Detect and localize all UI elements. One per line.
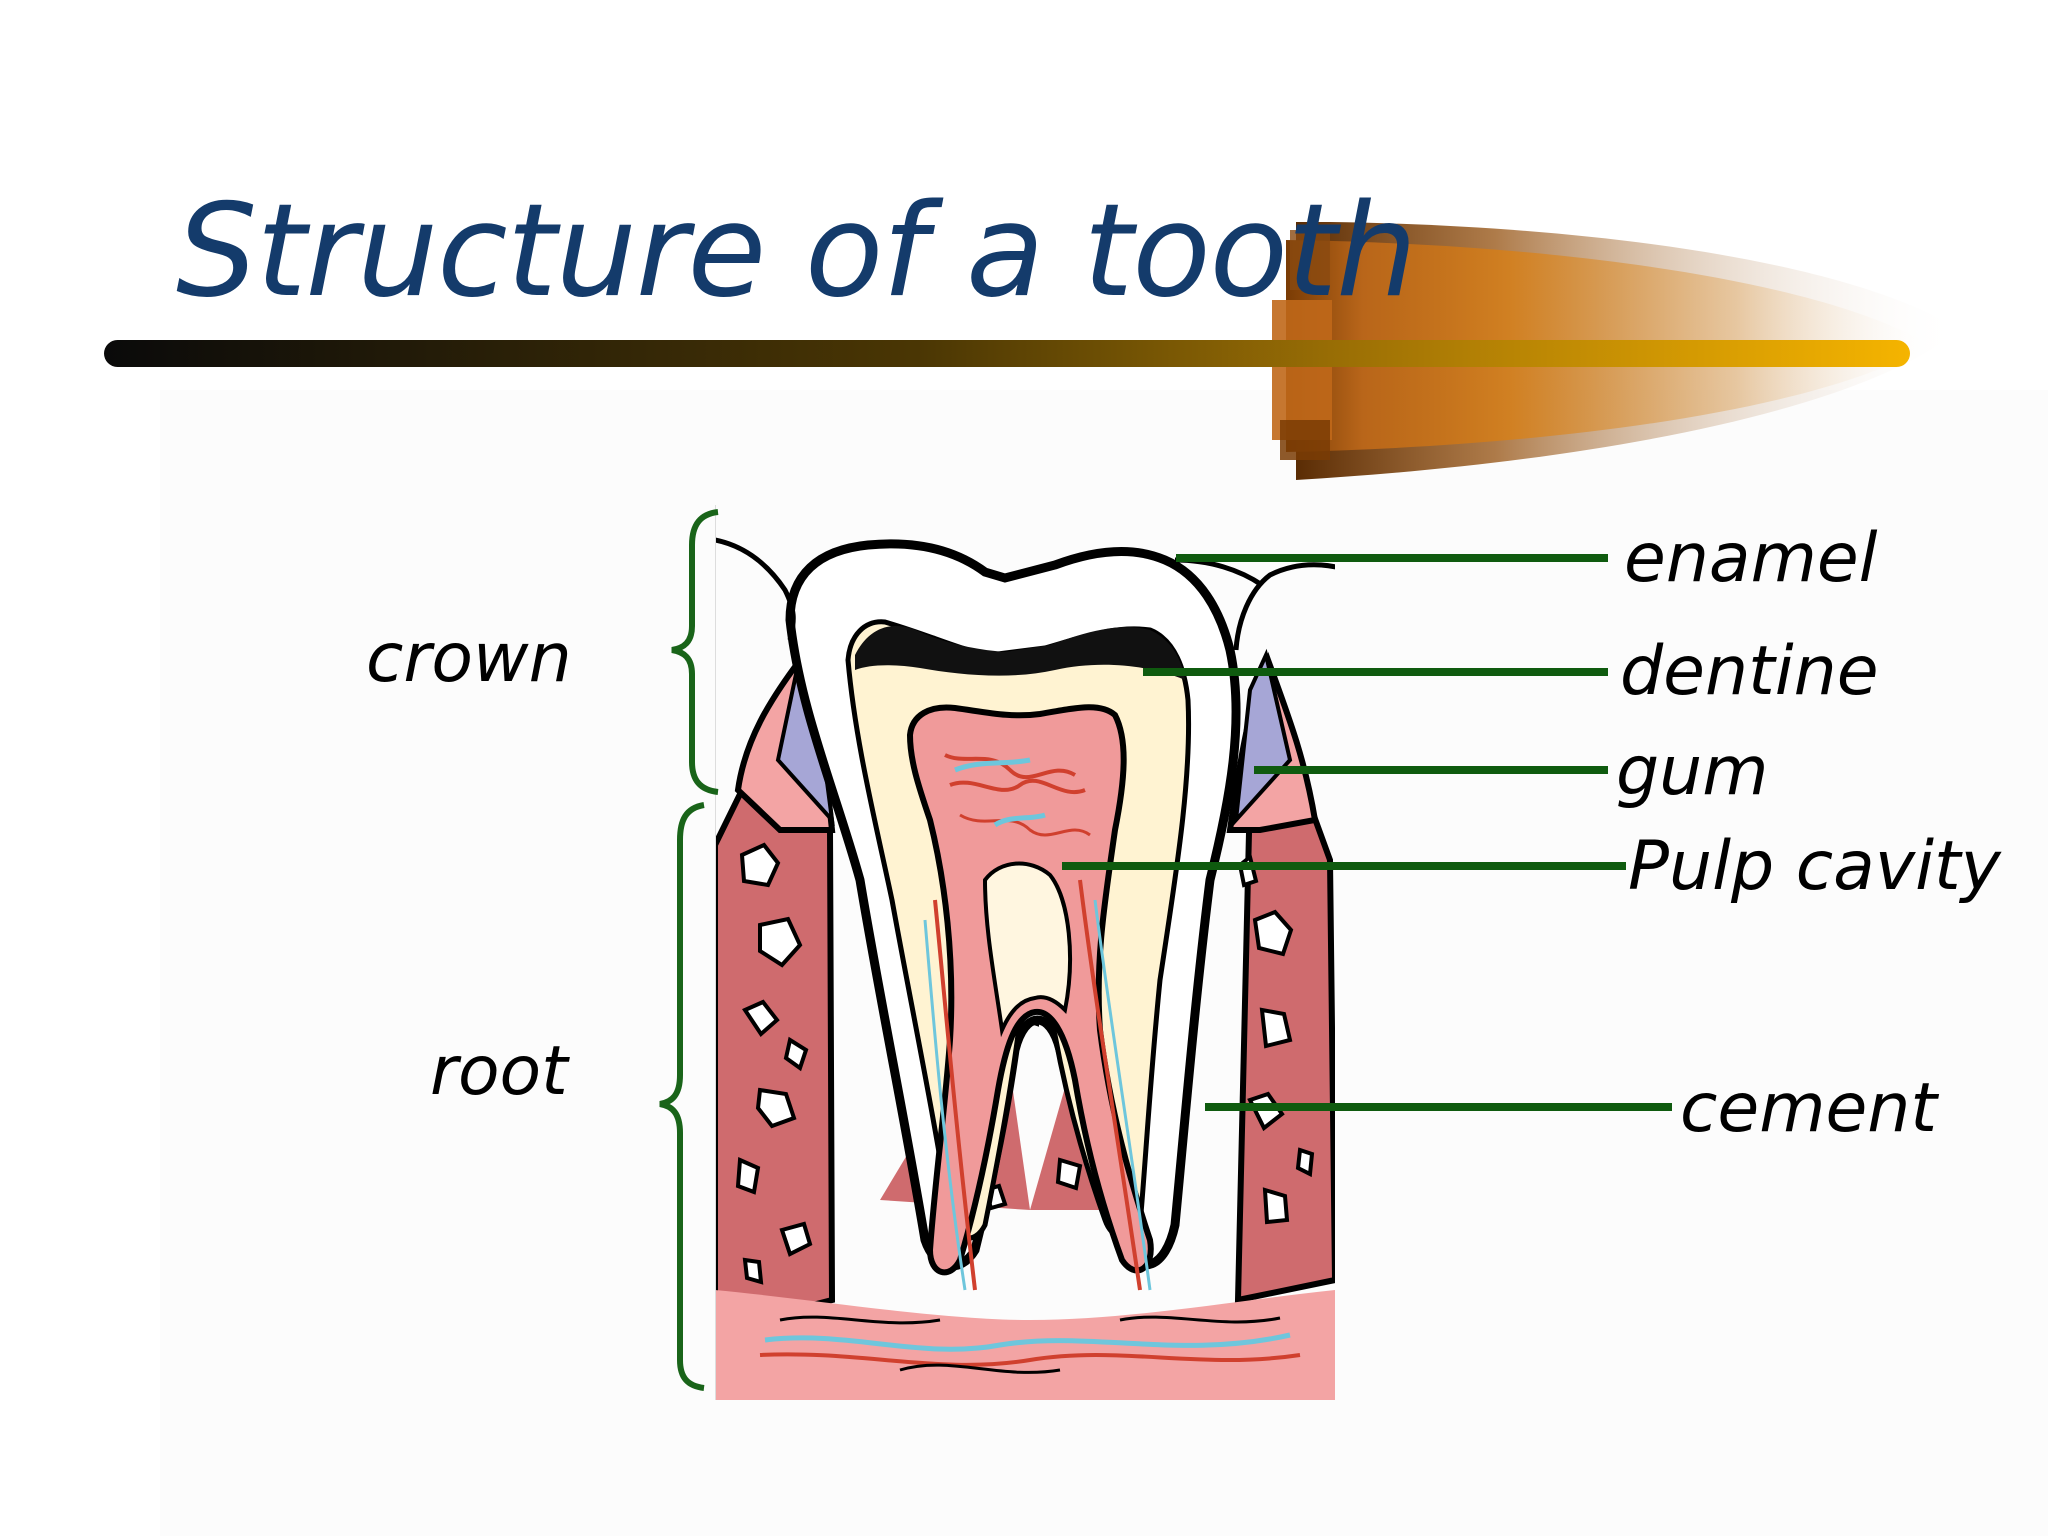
tooth-illustration — [715, 505, 1335, 1400]
title-underline-bar — [104, 340, 1910, 367]
root-bracket — [659, 802, 705, 1391]
title-decoration — [104, 222, 1960, 480]
jaw-bone — [715, 755, 836, 1334]
crown-bracket — [671, 509, 719, 795]
gum-line — [715, 537, 796, 641]
gum-line — [1233, 562, 1335, 651]
root-label: root — [430, 1032, 568, 1111]
gum-label: gum — [1616, 732, 1769, 811]
gum-wedge — [1233, 648, 1293, 826]
pulp-cavity-label: Pulp cavity — [1628, 827, 2001, 906]
dentine-label: dentine — [1620, 632, 1879, 711]
slide-title: Structure of a tooth — [176, 177, 1417, 326]
pulp-vessels — [759, 753, 1301, 1374]
dentine-crest — [855, 625, 1185, 680]
enamel-label: enamel — [1624, 519, 1878, 598]
cement-label: cement — [1680, 1069, 1938, 1148]
crown-label: crown — [366, 619, 572, 698]
inner-dentine — [982, 861, 1072, 1038]
